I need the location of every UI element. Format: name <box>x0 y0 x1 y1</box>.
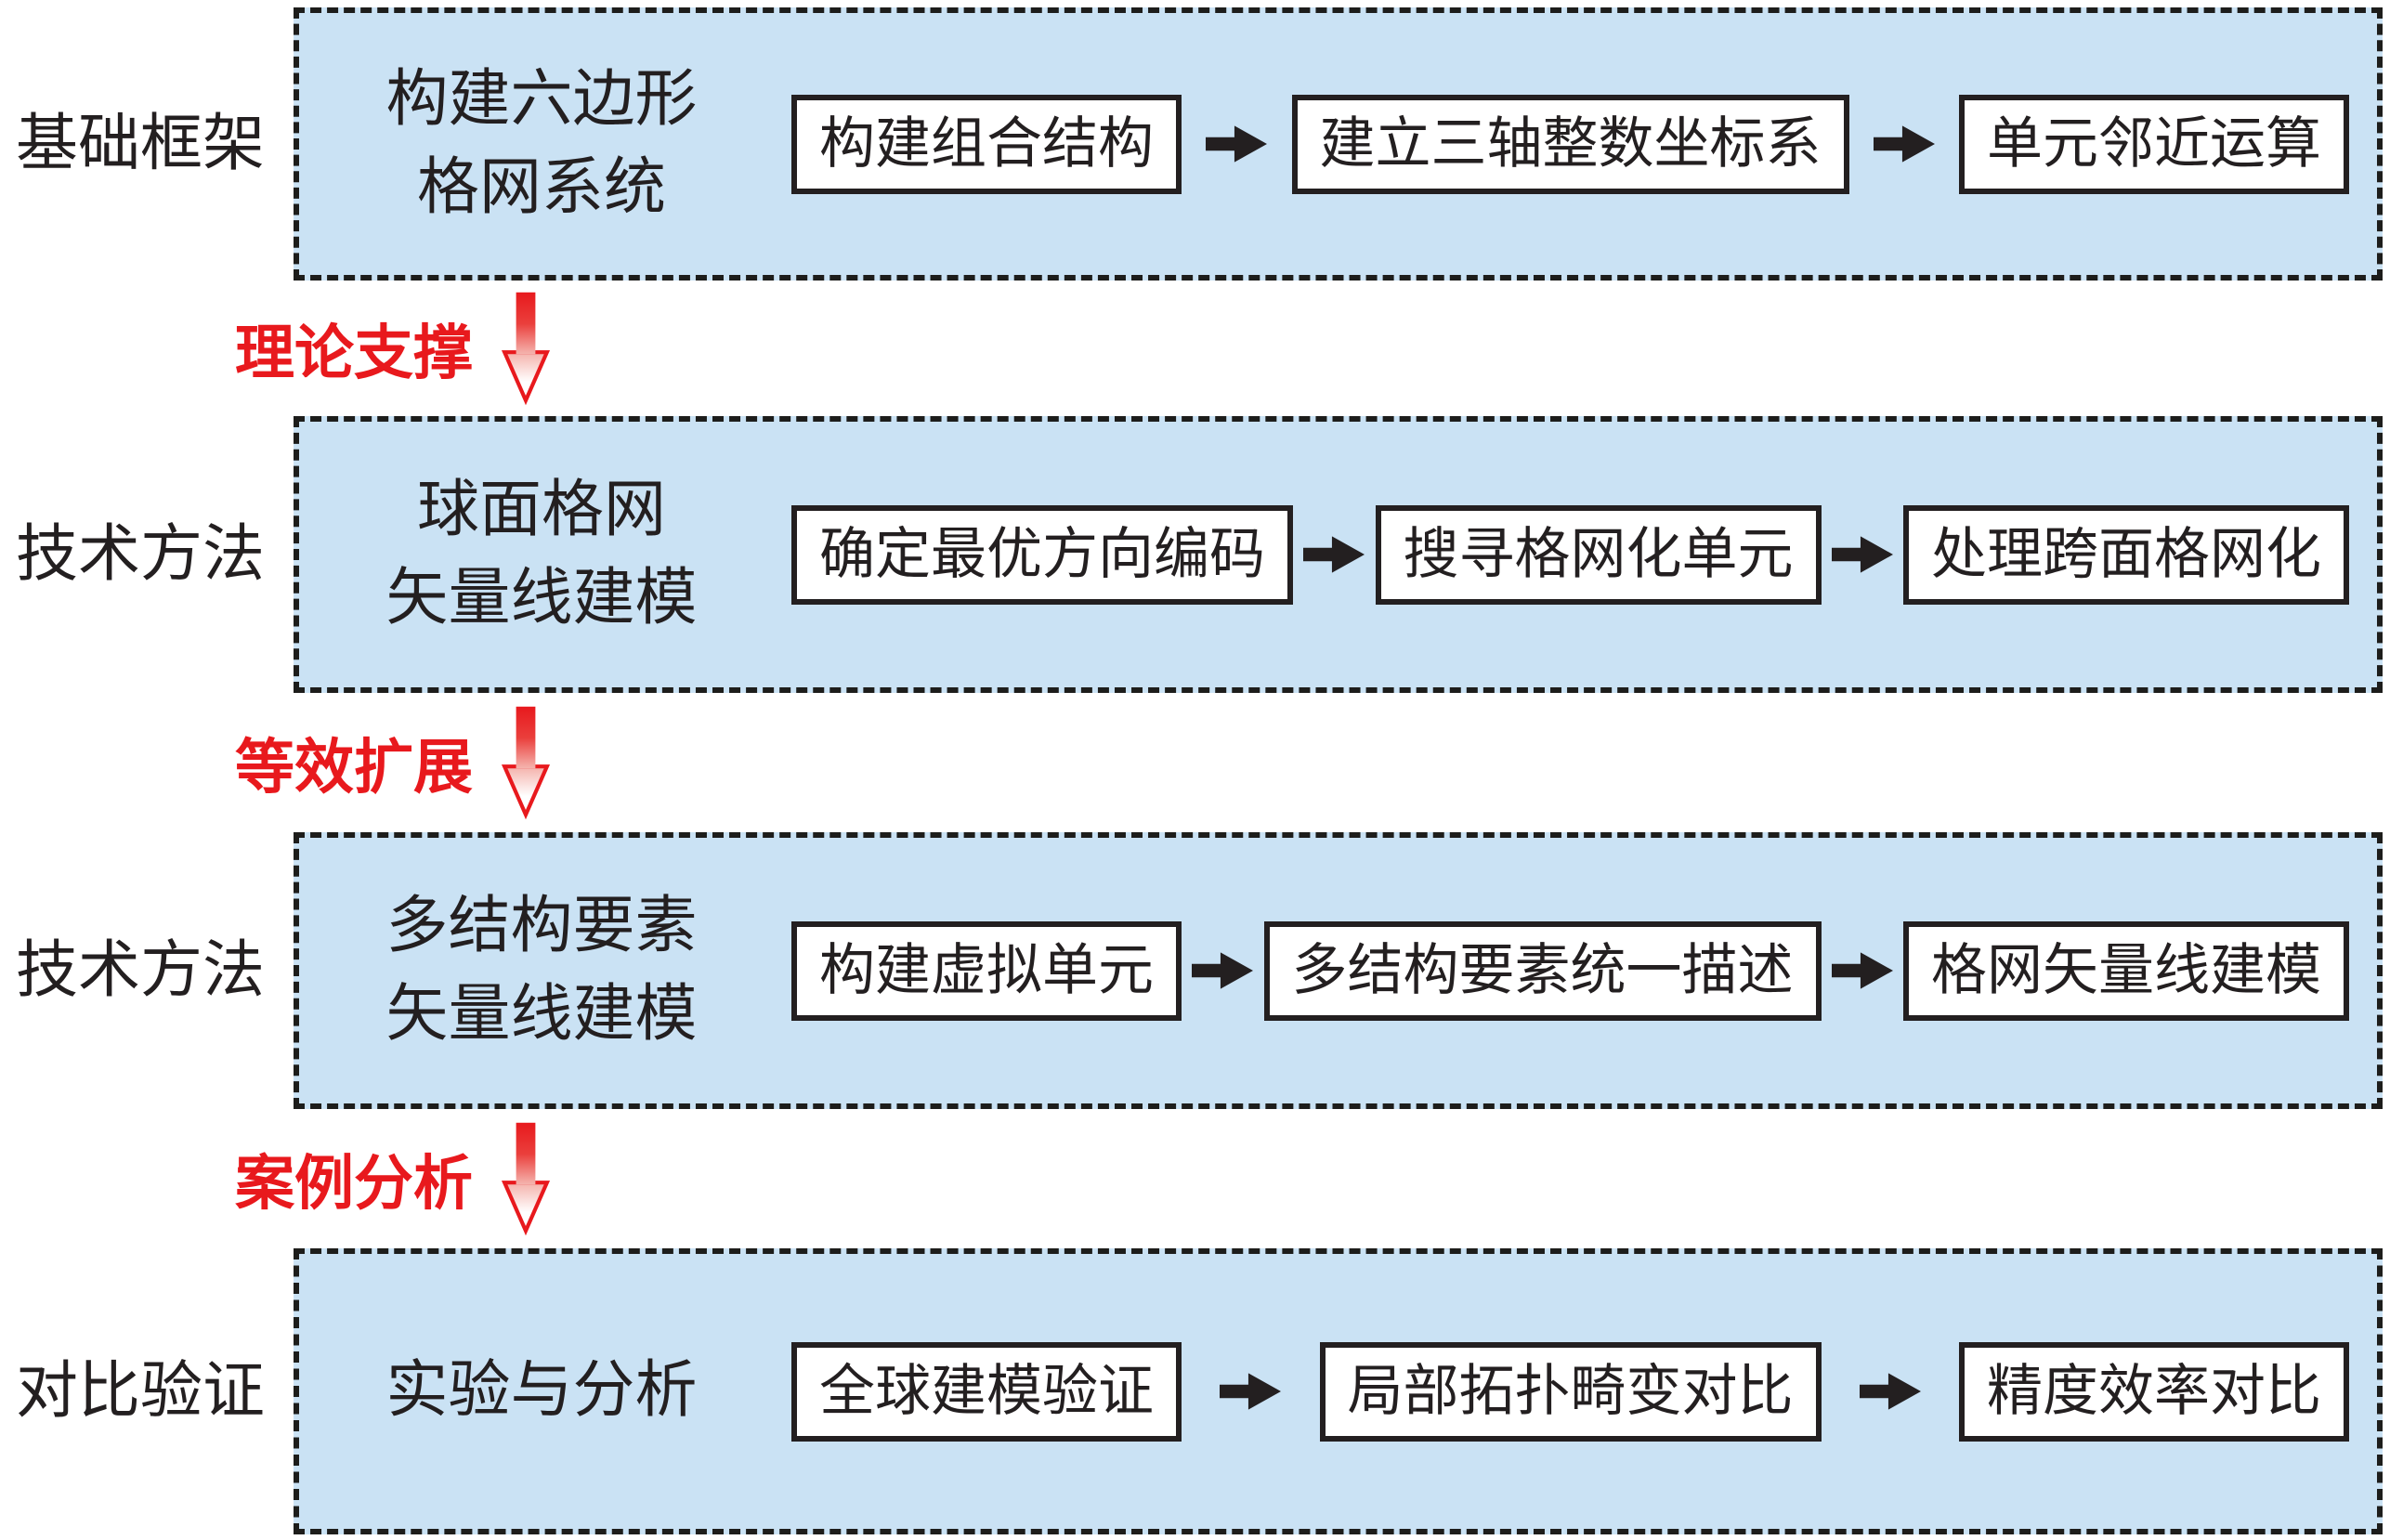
transition-label: 案例分析 <box>235 1151 473 1217</box>
transition-connector-2: 等效扩展 <box>235 695 551 830</box>
stage-title-line: 球面格网 <box>417 475 666 544</box>
step-box: 建立三轴整数坐标系 <box>1291 94 1849 194</box>
right-arrow-icon <box>1220 1373 1282 1410</box>
step-box: 搜寻格网化单元 <box>1375 504 1822 605</box>
right-arrow-icon <box>1831 952 1893 989</box>
right-arrow-icon <box>1831 536 1893 573</box>
stage-side-label-1: 基础框架 <box>16 110 265 178</box>
right-arrow-icon <box>1859 1373 1921 1410</box>
stage-band-2: 球面格网 矢量线建模 确定最优方向编码 搜寻格网化单元 处理跨面格网化 <box>294 416 2383 693</box>
transition-connector-3: 案例分析 <box>235 1111 551 1246</box>
down-arrow-icon <box>501 706 551 820</box>
stage-title: 多结构要素 矢量线建模 <box>333 882 751 1059</box>
step-box: 处理跨面格网化 <box>1903 504 2349 605</box>
stage-flow: 构建组合结构 建立三轴整数坐标系 单元邻近运算 <box>791 94 2349 194</box>
right-arrow-icon <box>1873 125 1935 163</box>
step-box: 多结构要素统一描述 <box>1263 920 1822 1021</box>
step-box: 构建组合结构 <box>791 94 1182 194</box>
stage-title-line: 构建六边形 <box>385 64 698 134</box>
stage-title-line: 实验与分析 <box>385 1356 698 1426</box>
step-box: 单元邻近运算 <box>1959 94 2349 194</box>
step-box: 局部拓扑畸变对比 <box>1319 1341 1822 1442</box>
stage-side-label-3: 技术方法 <box>16 936 265 1005</box>
transition-connector-1: 理论支撑 <box>235 282 551 414</box>
stage-title-line: 格网系统 <box>417 153 666 222</box>
transition-label: 等效扩展 <box>235 735 473 801</box>
transition-label: 理论支撑 <box>235 320 473 386</box>
stage-band-1: 构建六边形 格网系统 构建组合结构 建立三轴整数坐标系 单元邻近运算 <box>294 7 2383 281</box>
stage-side-label-4: 对比验证 <box>16 1357 265 1426</box>
stage-flow: 全球建模验证 局部拓扑畸变对比 精度效率对比 <box>791 1341 2349 1442</box>
stage-band-4: 实验与分析 全球建模验证 局部拓扑畸变对比 精度效率对比 <box>294 1248 2383 1534</box>
stage-title-line: 多结构要素 <box>385 891 698 960</box>
stage-title-line: 矢量线建模 <box>385 980 698 1049</box>
stage-title-line: 矢量线建模 <box>385 564 698 633</box>
step-box: 确定最优方向编码 <box>791 504 1293 605</box>
stage-title: 实验与分析 <box>333 1347 751 1435</box>
stage-title: 构建六边形 格网系统 <box>333 56 751 232</box>
step-box: 全球建模验证 <box>791 1341 1182 1442</box>
step-box: 构建虚拟单元 <box>791 920 1182 1021</box>
stage-band-3: 多结构要素 矢量线建模 构建虚拟单元 多结构要素统一描述 格网矢量线建模 <box>294 832 2383 1109</box>
stage-title: 球面格网 矢量线建模 <box>333 466 751 643</box>
down-arrow-icon <box>501 1122 551 1236</box>
right-arrow-icon <box>1192 952 1254 989</box>
right-arrow-icon <box>1206 125 1268 163</box>
step-box: 格网矢量线建模 <box>1903 920 2349 1021</box>
right-arrow-icon <box>1303 536 1365 573</box>
stage-side-label-2: 技术方法 <box>16 520 265 589</box>
down-arrow-icon <box>501 292 551 406</box>
stage-flow: 构建虚拟单元 多结构要素统一描述 格网矢量线建模 <box>791 920 2349 1021</box>
step-box: 精度效率对比 <box>1959 1341 2349 1442</box>
stage-flow: 确定最优方向编码 搜寻格网化单元 处理跨面格网化 <box>791 504 2349 605</box>
